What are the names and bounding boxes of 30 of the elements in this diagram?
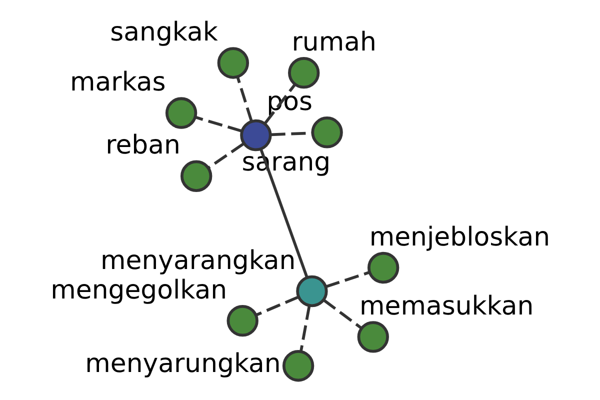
node-label: sangkak: [110, 18, 218, 48]
connector: [325, 270, 370, 288]
node-circle: [357, 321, 389, 353]
connector: [255, 296, 300, 316]
node-label: menyarungkan: [85, 349, 281, 380]
connector: [195, 116, 242, 132]
node-circle: [282, 350, 314, 382]
connector: [236, 76, 253, 122]
node-circle: [288, 56, 320, 89]
node-circle: [368, 252, 400, 284]
connector: [322, 298, 362, 330]
node-label: reban: [106, 130, 180, 161]
node-circle: [180, 160, 212, 192]
node-circle: [165, 97, 198, 129]
node-circle: [226, 304, 258, 337]
connector: [270, 132, 312, 136]
node-circle: [311, 116, 343, 148]
node-circle: [240, 119, 272, 152]
node-circle: [217, 47, 250, 79]
connector: [300, 305, 311, 352]
connector: [208, 142, 244, 169]
node-label: memasukkan: [360, 291, 534, 322]
connector: [264, 84, 296, 124]
node-label: rumah: [292, 27, 376, 58]
node-label: mengegolkan: [50, 275, 228, 306]
node-circle: [296, 275, 328, 308]
node-label: pos: [266, 86, 313, 117]
node-label: menjebloskan: [369, 222, 550, 252]
node-label: menyarangkan: [100, 246, 296, 276]
node-label: markas: [70, 68, 166, 98]
